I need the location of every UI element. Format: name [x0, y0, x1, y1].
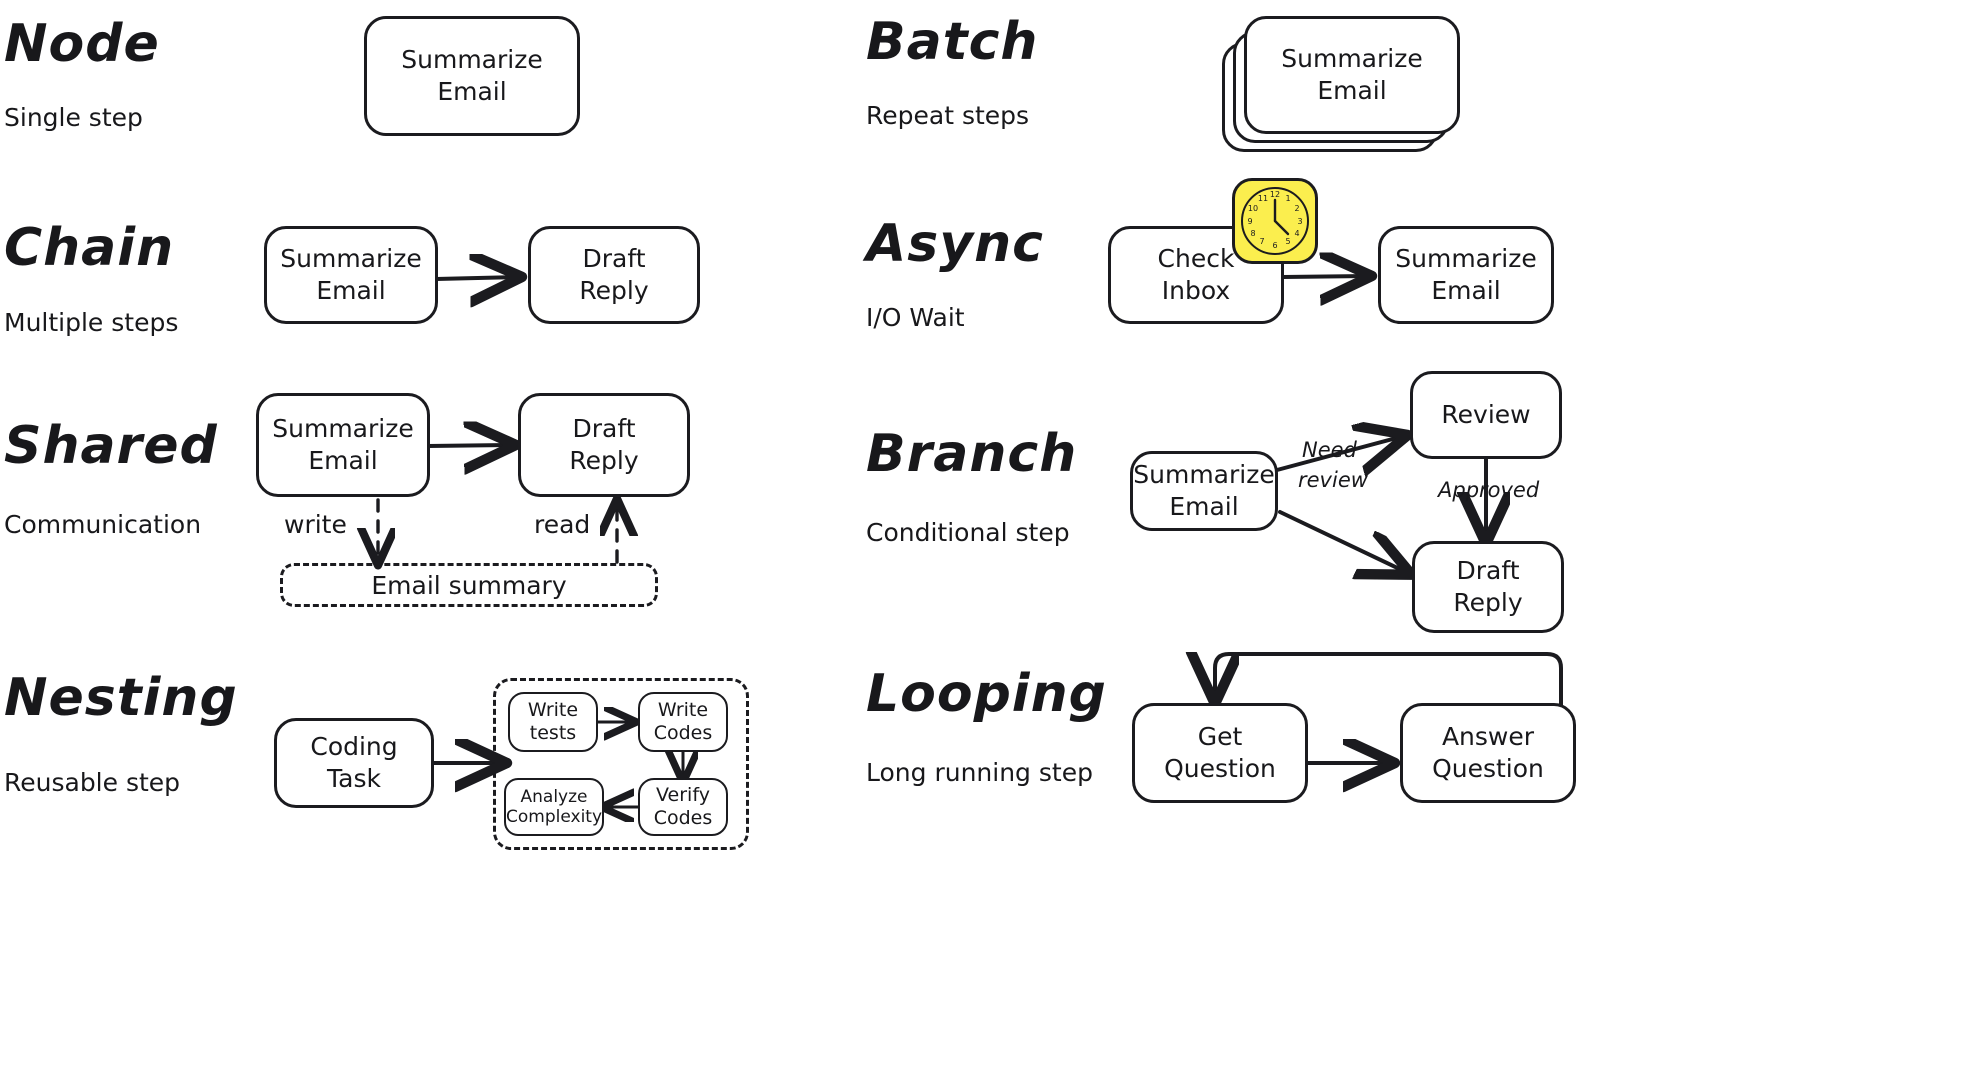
edge-label-need: Need — [1302, 438, 1357, 462]
node-label: Summarize Email — [1281, 44, 1423, 105]
node-label: Write Codes — [653, 699, 713, 744]
clock-icon: 12 1 2 3 4 5 6 7 8 9 10 11 — [1232, 178, 1318, 264]
edge-label-write: write — [284, 510, 347, 539]
svg-text:9: 9 — [1247, 217, 1252, 226]
pattern-subtitle-chain: Multiple steps — [4, 308, 179, 337]
node-label: Summarize Email — [1133, 460, 1275, 521]
node-summarize-email[interactable]: Summarize Email — [364, 16, 580, 136]
edge-label-approved: Approved — [1438, 478, 1540, 502]
node-branch-review[interactable]: Review — [1410, 371, 1562, 459]
node-label: Review — [1441, 400, 1531, 429]
node-label: Coding Task — [310, 732, 398, 793]
node-nesting-write-codes[interactable]: Write Codes — [638, 692, 728, 752]
svg-text:4: 4 — [1294, 229, 1299, 238]
node-label: Summarize Email — [280, 244, 422, 305]
edge-label-read: read — [534, 510, 591, 539]
clock-face: 12 1 2 3 4 5 6 7 8 9 10 11 — [1241, 187, 1309, 255]
svg-text:5: 5 — [1285, 237, 1290, 246]
pattern-subtitle-async: I/O Wait — [866, 303, 965, 332]
node-shared-summarize-email[interactable]: Summarize Email — [256, 393, 430, 497]
pattern-title-nesting: Nesting — [4, 668, 238, 728]
node-branch-summarize-email[interactable]: Summarize Email — [1130, 451, 1278, 531]
shared-store-email-summary[interactable]: Email summary — [280, 563, 658, 607]
pattern-subtitle-shared: Communication — [4, 510, 202, 539]
node-label: Summarize Email — [401, 45, 543, 106]
pattern-subtitle-looping: Long running step — [866, 758, 1093, 787]
svg-text:3: 3 — [1297, 217, 1302, 226]
node-label: Draft Reply — [1453, 556, 1523, 617]
node-label: Write tests — [527, 699, 579, 744]
svg-text:10: 10 — [1248, 204, 1258, 213]
svg-text:12: 12 — [1270, 190, 1280, 199]
pattern-subtitle-node: Single step — [4, 103, 143, 132]
node-label: Draft Reply — [569, 414, 639, 475]
node-batch-summarize-email[interactable]: Summarize Email — [1244, 16, 1460, 134]
pattern-title-chain: Chain — [4, 218, 175, 278]
pattern-subtitle-nesting: Reusable step — [4, 768, 181, 797]
shared-arrow — [426, 445, 512, 446]
pattern-title-branch: Branch — [866, 424, 1078, 484]
pattern-title-async: Async — [866, 214, 1044, 274]
node-label: Summarize Email — [1395, 244, 1537, 305]
node-label: Summarize Email — [272, 414, 414, 475]
node-label: Get Question — [1164, 722, 1276, 783]
pattern-subtitle-branch: Conditional step — [866, 518, 1070, 547]
node-label: Answer Question — [1432, 722, 1544, 783]
chain-arrow — [434, 277, 518, 279]
node-label: Draft Reply — [579, 244, 649, 305]
node-looping-answer-question[interactable]: Answer Question — [1400, 703, 1576, 803]
pattern-title-node: Node — [4, 14, 160, 74]
svg-text:1: 1 — [1285, 194, 1290, 203]
node-label: Analyze Complexity — [506, 786, 603, 827]
svg-text:6: 6 — [1272, 241, 1277, 250]
svg-text:11: 11 — [1258, 194, 1268, 203]
svg-text:7: 7 — [1259, 237, 1264, 246]
pattern-title-batch: Batch — [866, 12, 1039, 72]
node-async-summarize-email[interactable]: Summarize Email — [1378, 226, 1554, 324]
node-chain-draft-reply[interactable]: Draft Reply — [528, 226, 700, 324]
svg-text:8: 8 — [1250, 229, 1255, 238]
node-async-check-inbox[interactable]: Check Inbox — [1108, 226, 1284, 324]
node-chain-summarize-email[interactable]: Summarize Email — [264, 226, 438, 324]
node-label: Verify Codes — [653, 784, 713, 829]
node-looping-get-question[interactable]: Get Question — [1132, 703, 1308, 803]
node-nesting-verify-codes[interactable]: Verify Codes — [638, 778, 728, 836]
node-nesting-analyze-complexity[interactable]: Analyze Complexity — [504, 778, 604, 836]
node-nesting-write-tests[interactable]: Write tests — [508, 692, 598, 752]
branch-arrow-draft — [1278, 510, 1408, 573]
pattern-subtitle-batch: Repeat steps — [866, 101, 1030, 130]
node-label: Check Inbox — [1157, 244, 1235, 305]
pattern-title-looping: Looping — [866, 664, 1107, 724]
edge-label-review: review — [1298, 468, 1368, 492]
async-arrow — [1281, 276, 1368, 277]
shared-store-label: Email summary — [371, 570, 567, 600]
pattern-title-shared: Shared — [4, 416, 218, 476]
node-nesting-coding-task[interactable]: Coding Task — [274, 718, 434, 808]
svg-text:2: 2 — [1294, 204, 1299, 213]
node-branch-draft-reply[interactable]: Draft Reply — [1412, 541, 1564, 633]
node-shared-draft-reply[interactable]: Draft Reply — [518, 393, 690, 497]
